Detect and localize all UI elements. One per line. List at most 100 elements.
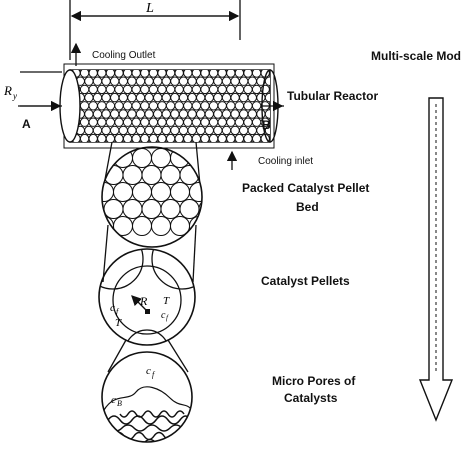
reactor-pellet (140, 70, 150, 78)
length-label: L (145, 1, 154, 16)
reactor-pellet (84, 125, 94, 136)
reactor-pellet (243, 133, 253, 142)
reactor-pellet (243, 101, 253, 111)
length-dimension: L (69, 0, 241, 60)
reactor-pellet (234, 70, 245, 78)
reactor-pellet (165, 70, 176, 78)
reactor-pellet (208, 101, 219, 111)
reactor-pellet (217, 70, 227, 78)
pellet-conc-right-sub: f (166, 314, 169, 322)
reactor-pellet (196, 76, 206, 86)
reactor-pellet (118, 125, 129, 136)
reactor-pellet (200, 117, 210, 127)
reactor-pellet (191, 133, 202, 142)
reactor-pellet (226, 133, 236, 142)
pellet-temp-left: T (115, 317, 122, 329)
reactor-pellet (153, 92, 163, 103)
reactor-pellet (101, 92, 111, 103)
reactor-pellet (110, 92, 120, 103)
pore-conc-left: c (111, 394, 116, 406)
reactor-pellet (230, 109, 240, 119)
pellet-conc-left-sub: f (116, 307, 120, 316)
reactor-pellet (79, 117, 90, 127)
reactor-pellet (131, 117, 141, 127)
reactor-pellet (234, 84, 245, 95)
reactor-pellet (174, 101, 184, 111)
multi-scale-title: Multi-scale Mod (371, 49, 461, 63)
packed-bed-label-line2: Bed (296, 200, 319, 214)
reactor-pellet (204, 76, 215, 86)
reactor-pellet (157, 133, 167, 142)
reactor-pellet (92, 125, 103, 136)
reactor-pellet (247, 109, 258, 119)
inlet-flow-arrow: A (18, 100, 62, 131)
radius-subscript: y (12, 91, 17, 101)
reactor-pellet (191, 84, 202, 95)
reactor-pellet (196, 92, 206, 103)
reactor-pellet (118, 92, 129, 103)
reactor-pellet (264, 109, 270, 119)
reactor-pellet (187, 76, 197, 86)
reactor-pellet (144, 109, 154, 119)
reactor-pellet (79, 133, 90, 142)
reactor-pellet (144, 125, 154, 136)
outlet-flow-arrow: B (262, 100, 284, 132)
pellet-conc-left: c (110, 302, 115, 314)
reactor-pellet (157, 84, 167, 95)
reactor-pellet (204, 109, 215, 119)
packed-bed-circle (101, 146, 203, 248)
reactor-pellet (122, 117, 133, 127)
reactor-pellet (157, 101, 167, 111)
reactor-pellet (239, 76, 249, 86)
point-a-label: A (22, 117, 31, 131)
reactor-pellet (118, 76, 129, 86)
reactor-pellet (114, 70, 124, 78)
reactor-pellet (122, 70, 133, 78)
micro-pores-label-line2: Catalysts (284, 391, 338, 405)
reactor-pellet (264, 92, 270, 103)
reactor-pellet (84, 76, 94, 86)
reactor-pellet (239, 125, 249, 136)
pore-channel (107, 415, 191, 425)
reactor-pellet (196, 109, 206, 119)
reactor-pellet (200, 84, 210, 95)
reactor-pellet (174, 84, 184, 95)
bed-pellet (141, 165, 162, 185)
micro-pores-circle: c f c B (101, 351, 193, 443)
reactor-pellet (264, 76, 270, 86)
reactor-pellet (88, 84, 98, 95)
scale-down-arrow (418, 97, 454, 422)
reactor-pellet (131, 133, 141, 142)
pore-channel (109, 424, 183, 432)
reactor-pellet (239, 109, 249, 119)
bed-pellet (160, 165, 181, 185)
bed-pellet (132, 148, 152, 168)
reactor-pellet (187, 125, 197, 136)
reactor-pellet (217, 133, 227, 142)
pellet-radius-label: R (139, 294, 148, 308)
reactor-pellet (170, 109, 180, 119)
reactor-pellet (88, 133, 98, 142)
reactor-pellet (196, 125, 206, 136)
reactor-pellet (140, 117, 150, 127)
catalyst-pellet-circle: R T c f T c f (98, 248, 196, 346)
reactor-pellet (114, 133, 124, 142)
reactor-pellet (135, 109, 146, 119)
reactor-pellet (114, 101, 124, 111)
reactor-pellet (148, 101, 159, 111)
reactor-pellet (88, 101, 98, 111)
reactor-pellet (221, 125, 232, 136)
reactor-pellet (92, 92, 103, 103)
reactor-pellet (157, 117, 167, 127)
micro-pores-label-line1: Micro Pores of (272, 374, 356, 388)
reactor-pellet (230, 76, 240, 86)
reactor-pellet (148, 70, 159, 78)
reactor-pellet (191, 117, 202, 127)
reactor-pellet (183, 117, 193, 127)
reactor-pellet (110, 76, 120, 86)
pore-conc-top-sub: f (152, 370, 156, 379)
reactor-pellet (92, 109, 103, 119)
reactor-pellet (131, 84, 141, 95)
reactor-pellet (127, 125, 137, 136)
